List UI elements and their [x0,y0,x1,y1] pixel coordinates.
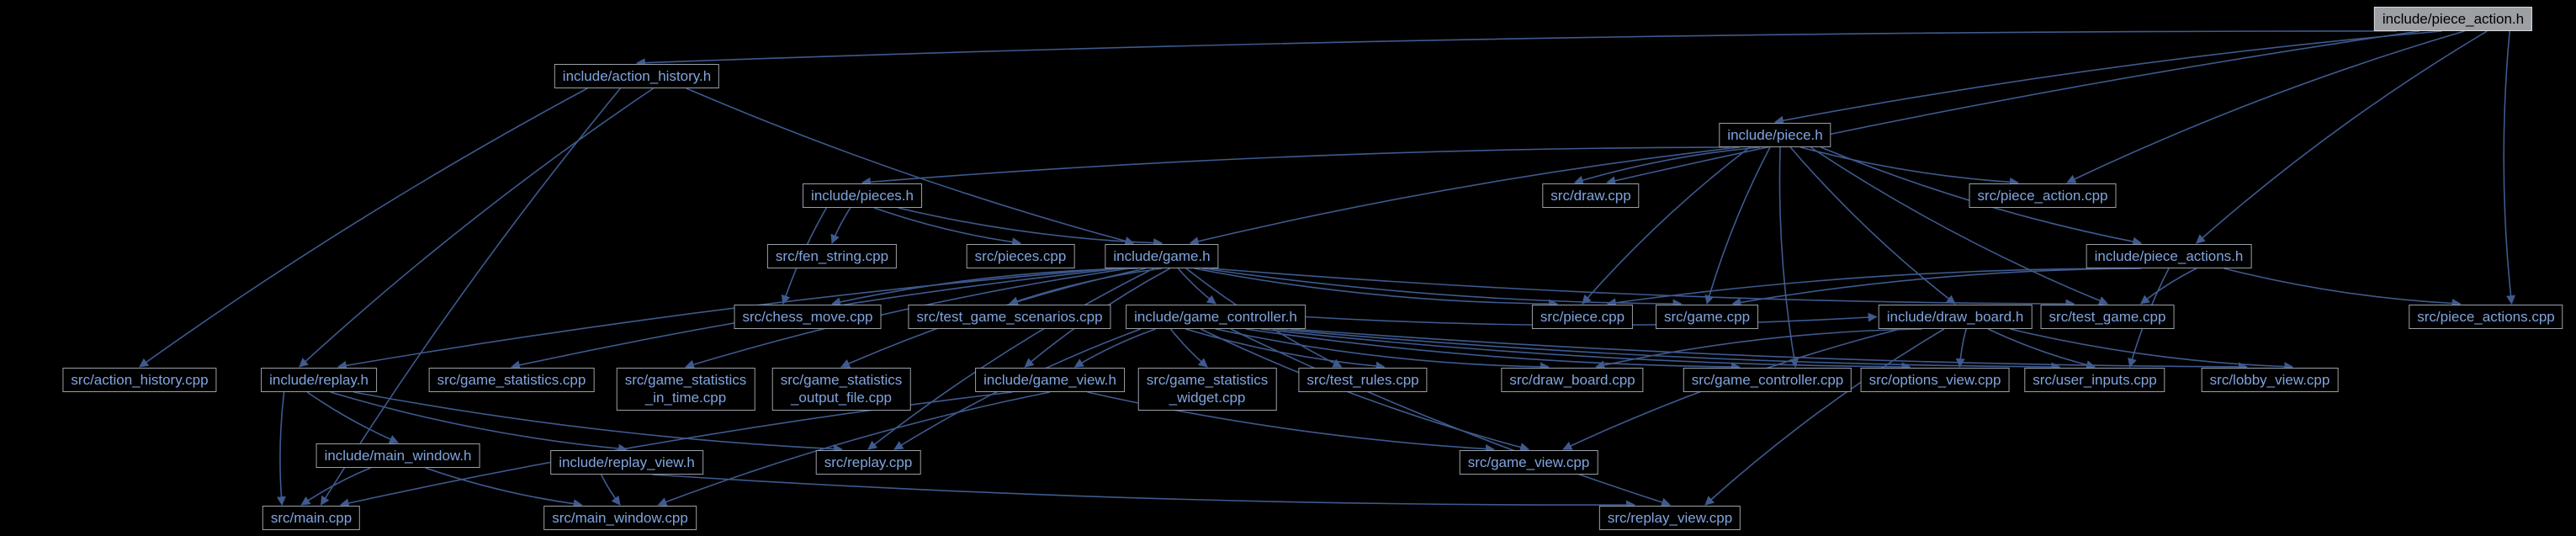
edge-piece-action-h-to-piece-actions-cpp [2503,30,2515,305]
edge-piece-h-to-draw-cpp [1573,146,1760,185]
edge-game-h-to-replay-cpp [867,268,1154,450]
edge-game-view-h-to-main-window-cpp [657,391,1051,507]
edge-action-history-h-to-main-cpp [320,88,622,506]
graph-node-game-statistics-cpp[interactable]: src/game_statistics.cpp [428,368,595,393]
graph-node-game-h[interactable]: include/game.h [1105,244,1219,269]
edge-pieces-h-to-pieces-cpp [873,207,1022,247]
edge-piece-h-to-game-controller-cpp [1778,146,1799,369]
edge-game-controller-h-to-options-view-cpp [1260,328,1911,372]
edge-game-controller-h-to-draw-board-cpp [1215,328,1550,372]
edge-replay-h-to-replay-cpp [353,391,843,454]
edge-piece-actions-h-to-game-cpp [1731,268,2142,307]
graph-node-action-history-h[interactable]: include/action_history.h [554,64,720,89]
graph-node-test-game-cpp[interactable]: src/test_game.cpp [2040,305,2175,330]
edge-game-h-to-piece-cpp [1194,268,1559,309]
graph-node-game-view-h[interactable]: include/game_view.h [975,368,1125,393]
edge-piece-action-h-to-piece-h [1773,30,2442,125]
graph-node-action-history-cpp[interactable]: src/action_history.cpp [62,368,217,393]
graph-node-game-cpp[interactable]: src/game.cpp [1655,305,1759,330]
graph-node-replay-h[interactable]: include/replay.h [261,368,377,393]
graph-node-test-rules-cpp[interactable]: src/test_rules.cpp [1298,368,1428,393]
edge-game-controller-h-to-lobby-view-cpp [1291,328,2248,372]
edge-game-controller-h-to-test-rules-cpp [1185,328,1386,371]
graph-node-main-window-h[interactable]: include/main_window.h [315,443,480,469]
graph-node-piece-actions-h[interactable]: include/piece_actions.h [2086,244,2252,269]
graph-node-draw-cpp[interactable]: src/draw.cpp [1542,183,1640,209]
edge-draw-board-h-to-user-inputs-cpp [1987,328,2096,369]
edge-piece-h-to-game-cpp [1704,146,1771,305]
graph-node-draw-board-h[interactable]: include/draw_board.h [1878,305,2033,330]
graph-node-pieces-cpp[interactable]: src/pieces.cpp [966,244,1075,269]
edge-pieces-h-to-game-h [898,207,1163,248]
graph-node-piece-cpp[interactable]: src/piece.cpp [1531,305,1634,330]
graph-node-piece-action-cpp[interactable]: src/piece_action.cpp [1969,183,2117,209]
graph-node-options-view-cpp[interactable]: src/options_view.cpp [1860,368,2010,393]
edge-action-history-h-to-action-history-cpp [139,88,588,368]
edge-game-controller-h-to-replay-view-cpp [1230,328,1672,507]
graph-node-main-cpp[interactable]: src/main.cpp [262,506,361,531]
edge-game-view-h-to-main-cpp [339,391,1013,508]
edge-game-h-to-game-statistics-in-time-cpp [684,268,1130,369]
edge-game-controller-h-to-user-inputs-cpp [1275,328,2061,372]
graph-node-replay-cpp[interactable]: src/replay.cpp [815,450,921,475]
edge-game-h-to-test-game-cpp [1210,268,2075,309]
edge-piece-actions-h-to-piece-cpp [1606,268,2114,308]
edge-piece-action-h-to-piece-action-cpp [2066,30,2465,183]
edge-piece-h-to-piece-action-cpp [1800,146,2019,187]
edge-replay-h-to-main-cpp [276,391,286,507]
graph-node-test-game-scenarios-cpp[interactable]: src/test_game_scenarios.cpp [908,305,1111,330]
graph-node-main-window-cpp[interactable]: src/main_window.cpp [543,506,697,531]
graph-node-replay-view-cpp[interactable]: src/replay_view.cpp [1598,506,1741,531]
edge-draw-board-h-to-replay-view-cpp [1704,328,1945,506]
graph-node-chess-move-cpp[interactable]: src/chess_move.cpp [734,305,882,330]
edge-piece-actions-h-to-test-game-cpp [2139,268,2197,305]
edge-game-h-to-game-controller-h [1177,268,1216,305]
edge-game-controller-h-to-game-view-cpp [1200,328,1530,452]
edge-main-window-h-to-main-cpp [300,467,371,506]
edge-replay-view-h-to-replay-view-cpp [652,474,1636,510]
edge-game-controller-h-to-game-view-h [1073,328,1156,368]
graph-node-replay-view-h[interactable]: include/replay_view.h [550,450,703,475]
graph-node-fen-string-cpp[interactable]: src/fen_string.cpp [766,244,898,269]
edge-game-controller-h-to-game-statistics-widget-cpp [1169,328,1208,368]
graph-node-piece-h[interactable]: include/piece.h [1719,123,1831,148]
edge-piece-h-to-draw-board-h [1789,146,1956,305]
edge-piece-h-to-piece-cpp [1582,146,1751,305]
edge-main-window-h-to-main-window-cpp [425,467,583,509]
edge-replay-h-to-replay-view-h [330,391,628,454]
edge-piece-h-to-pieces-h [861,146,1730,187]
graph-node-lobby-view-cpp[interactable]: src/lobby_view.cpp [2201,368,2339,393]
graph-node-game-view-cpp[interactable]: src/game_view.cpp [1459,450,1598,475]
graph-node-game-controller-cpp[interactable]: src/game_controller.cpp [1683,368,1852,393]
edge-piece-actions-h-to-piece-actions-cpp [2224,268,2462,309]
edge-draw-board-h-to-options-view-cpp [1955,328,1967,369]
graph-node-draw-board-cpp[interactable]: src/draw_board.cpp [1501,368,1644,393]
graph-node-game-statistics-in-time-cpp[interactable]: src/game_statistics _in_time.cpp [616,368,755,411]
edge-action-history-h-to-game-h [686,88,1135,246]
edge-piece-action-h-to-action-history-h [635,30,2397,68]
edge-piece-action-h-to-draw-cpp [1606,30,2420,186]
edge-replay-h-to-main-window-h [306,391,400,444]
graph-node-game-statistics-output-file-cpp[interactable]: src/game_statistics _output_file.cpp [771,368,911,411]
edge-piece-action-h-to-piece-actions-h [2196,30,2488,244]
graph-node-pieces-h[interactable]: include/pieces.h [803,183,922,209]
graph-node-game-controller-h[interactable]: include/game_controller.h [1126,305,1306,330]
edge-piece-h-to-game-h [1189,146,1740,247]
graph-node-piece-actions-cpp[interactable]: src/piece_actions.cpp [2409,305,2563,330]
edge-draw-board-h-to-draw-board-cpp [1595,328,1922,370]
edge-game-controller-h-to-game-controller-cpp [1245,328,1741,372]
edge-piece-h-to-test-game-cpp [1810,146,2109,305]
graph-node-game-statistics-widget-cpp[interactable]: src/game_statistics _widget.cpp [1137,368,1277,411]
edge-game-h-to-replay-h [337,268,1114,370]
graph-node-piece-action-h[interactable]: include/piece_action.h [2373,7,2533,32]
edge-replay-view-h-to-main-window-cpp [600,474,621,506]
edge-pieces-h-to-fen-string-cpp [830,207,851,245]
edge-draw-board-h-to-lobby-view-cpp [2010,328,2294,372]
graph-node-user-inputs-cpp[interactable]: src/user_inputs.cpp [2024,368,2165,393]
edge-action-history-h-to-replay-h [299,88,655,368]
